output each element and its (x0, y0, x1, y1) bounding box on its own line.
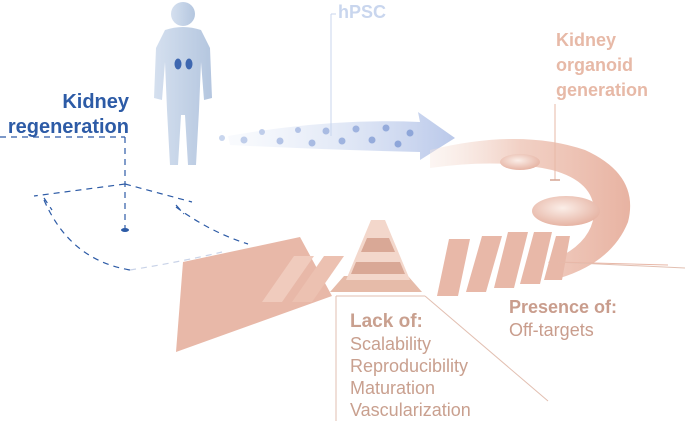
kidney-icon (174, 58, 193, 70)
organoid-label-line-3: generation (556, 80, 649, 100)
striped-road (176, 232, 570, 352)
presence-item-off-targets: Off-targets (509, 320, 594, 340)
hpsc-label: hPSC (338, 2, 387, 22)
lack-of-leader-lines (335, 295, 549, 421)
traffic-cone-icon (330, 220, 422, 292)
organoid-label-line-2: organoid (556, 55, 633, 75)
lack-of-title: Lack of: (350, 311, 423, 332)
human-body-icon (154, 2, 212, 165)
kidney-regeneration-line-1: Kidney (62, 91, 129, 113)
organoid-blob-small (500, 154, 540, 170)
lack-item-vascularization: Vascularization (350, 400, 471, 420)
organoid-blob-large (532, 196, 600, 226)
kidney-organoid-generation-label: Kidney organoid generation (556, 28, 648, 103)
organoid-path (430, 139, 631, 278)
lack-item-maturation: Maturation (350, 378, 436, 398)
lack-of-block: Lack of: Scalability Reproducibility Mat… (350, 311, 471, 421)
kidney-regeneration-label: Kidney regeneration (8, 90, 129, 140)
regeneration-marker (121, 228, 129, 232)
presence-of-title: Presence of: (509, 297, 618, 317)
cell-stream-arrow (219, 112, 455, 160)
organoid-label-line-1: Kidney (556, 30, 617, 50)
lack-item-scalability: Scalability (350, 334, 432, 354)
regeneration-dashed-map (0, 136, 249, 271)
presence-of-block: Presence of: Off-targets (509, 296, 617, 342)
lack-item-reproducibility: Reproducibility (350, 356, 469, 376)
kidney-regeneration-line-2: regeneration (7, 116, 129, 138)
